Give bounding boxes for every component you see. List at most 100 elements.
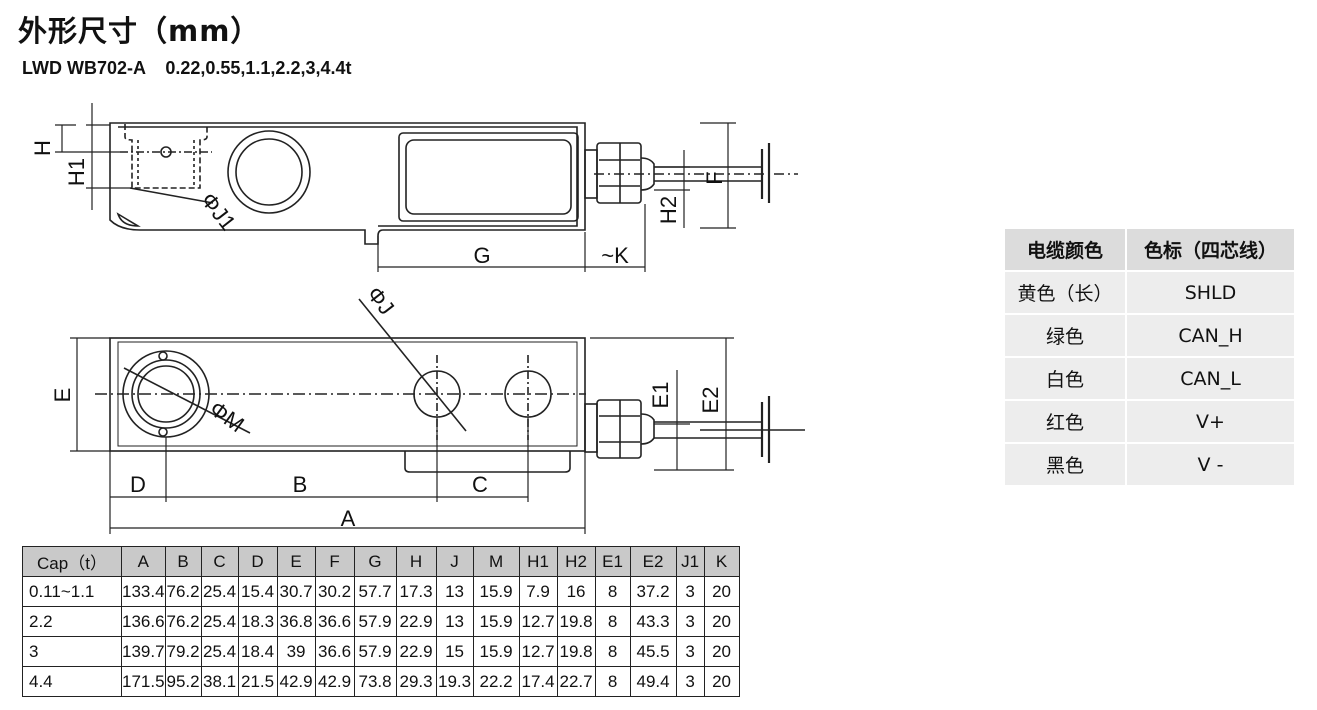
dim-cell: 37.2 bbox=[629, 576, 677, 607]
dim-cell: 139.7 bbox=[121, 636, 166, 667]
dim-cell: 15.9 bbox=[472, 576, 520, 607]
dim-cell: 42.9 bbox=[276, 666, 316, 697]
cable-signal: V+ bbox=[1127, 401, 1294, 442]
dim-header-f: F bbox=[314, 546, 355, 577]
dim-cell: 20 bbox=[703, 576, 740, 607]
label-k: ~K bbox=[601, 243, 629, 268]
label-e1: E1 bbox=[648, 382, 673, 409]
dim-cell: 30.2 bbox=[314, 576, 355, 607]
cable-signal: CAN_L bbox=[1127, 358, 1294, 399]
dim-cell: 36.6 bbox=[314, 636, 355, 667]
dim-header-d: D bbox=[237, 546, 278, 577]
dim-cell: 19.3 bbox=[435, 666, 474, 697]
j1-leader-side bbox=[129, 187, 214, 204]
dim-header-h2: H2 bbox=[556, 546, 596, 577]
dim-cell: 25.4 bbox=[200, 606, 239, 637]
side-view-cable-gland bbox=[584, 142, 798, 204]
side-view-tapped-hole bbox=[120, 124, 212, 189]
dim-cell: 25.4 bbox=[200, 576, 239, 607]
dim-cell-cap: 2.2 bbox=[22, 606, 122, 637]
dim-cell: 8 bbox=[594, 576, 631, 607]
label-j: ΦJ bbox=[362, 282, 399, 320]
dim-cell: 12.7 bbox=[518, 606, 558, 637]
dim-header-e: E bbox=[276, 546, 316, 577]
dim-cell: 7.9 bbox=[518, 576, 558, 607]
dim-cell-cap: 0.11~1.1 bbox=[22, 576, 122, 607]
side-view-mount-circle bbox=[227, 130, 311, 214]
dim-header-h1: H1 bbox=[518, 546, 558, 577]
top-view-cable-gland bbox=[584, 396, 805, 463]
dim-cell: 13 bbox=[435, 576, 474, 607]
cable-color: 黄色（长） bbox=[1005, 272, 1125, 313]
dim-cell: 45.5 bbox=[629, 636, 677, 667]
dim-cell: 3 bbox=[675, 666, 705, 697]
dim-cell: 20 bbox=[703, 606, 740, 637]
dim-cell: 20 bbox=[703, 666, 740, 697]
dim-cell: 22.2 bbox=[472, 666, 520, 697]
dim-cell: 22.7 bbox=[556, 666, 596, 697]
side-view-body bbox=[109, 122, 586, 245]
dim-cell: 36.8 bbox=[276, 606, 316, 637]
dim-cell: 57.9 bbox=[353, 636, 397, 667]
dim-header-c: C bbox=[200, 546, 239, 577]
dim-cell: 15.4 bbox=[237, 576, 278, 607]
label-g: G bbox=[473, 243, 490, 268]
top-view-body bbox=[109, 337, 586, 473]
dim-cell: 8 bbox=[594, 636, 631, 667]
dim-cell: 133.4 bbox=[121, 576, 166, 607]
dim-cell: 79.2 bbox=[164, 636, 202, 667]
dim-cell: 76.2 bbox=[164, 606, 202, 637]
dim-cell: 76.2 bbox=[164, 576, 202, 607]
label-e2: E2 bbox=[698, 387, 723, 414]
dim-header-a: A bbox=[121, 546, 166, 577]
dim-cell: 13 bbox=[435, 606, 474, 637]
dim-cell: 8 bbox=[594, 606, 631, 637]
dim-cell: 30.7 bbox=[276, 576, 316, 607]
cable-color: 白色 bbox=[1005, 358, 1125, 399]
dim-cell: 21.5 bbox=[237, 666, 278, 697]
dim-header-j: J bbox=[435, 546, 474, 577]
dim-header-k: K bbox=[703, 546, 740, 577]
dim-cell: 12.7 bbox=[518, 636, 558, 667]
label-c: C bbox=[472, 472, 488, 497]
side-view-label-window bbox=[398, 132, 579, 222]
dim-cell: 95.2 bbox=[164, 666, 202, 697]
label-b: B bbox=[293, 472, 308, 497]
dim-cell: 8 bbox=[594, 666, 631, 697]
top-view-j-holes bbox=[95, 298, 586, 440]
dimension-drawing: H H1 ΦJ1 F H2 G ~K ΦJ E ΦM E1 E2 D B C A bbox=[30, 103, 805, 534]
dim-cell: 57.9 bbox=[353, 606, 397, 637]
label-m: ΦM bbox=[205, 396, 249, 437]
dim-cell: 171.5 bbox=[121, 666, 166, 697]
dim-cell: 43.3 bbox=[629, 606, 677, 637]
label-h: H bbox=[30, 140, 55, 156]
dim-cell: 17.3 bbox=[395, 576, 437, 607]
dim-header-e2: E2 bbox=[629, 546, 677, 577]
cable-signal: V - bbox=[1127, 444, 1294, 485]
dim-header-g: G bbox=[353, 546, 397, 577]
page-title: 外形尺寸（mm） bbox=[18, 14, 261, 48]
label-d: D bbox=[130, 472, 146, 497]
dim-header-m: M bbox=[472, 546, 520, 577]
dim-header-cap: Cap（t） bbox=[22, 546, 122, 577]
dim-cell: 3 bbox=[675, 636, 705, 667]
label-h2: H2 bbox=[656, 196, 681, 224]
dim-cell: 18.4 bbox=[237, 636, 278, 667]
label-h1: H1 bbox=[64, 158, 89, 186]
cable-color: 绿色 bbox=[1005, 315, 1125, 356]
dim-header-b: B bbox=[164, 546, 202, 577]
side-view-dimension-lines bbox=[55, 103, 736, 272]
dim-cell: 73.8 bbox=[353, 666, 397, 697]
dim-cell: 20 bbox=[703, 636, 740, 667]
cable-header-signal: 色标（四芯线） bbox=[1127, 229, 1294, 270]
dim-cell: 38.1 bbox=[200, 666, 239, 697]
dim-cell-cap: 3 bbox=[22, 636, 122, 667]
dim-cell: 16 bbox=[556, 576, 596, 607]
